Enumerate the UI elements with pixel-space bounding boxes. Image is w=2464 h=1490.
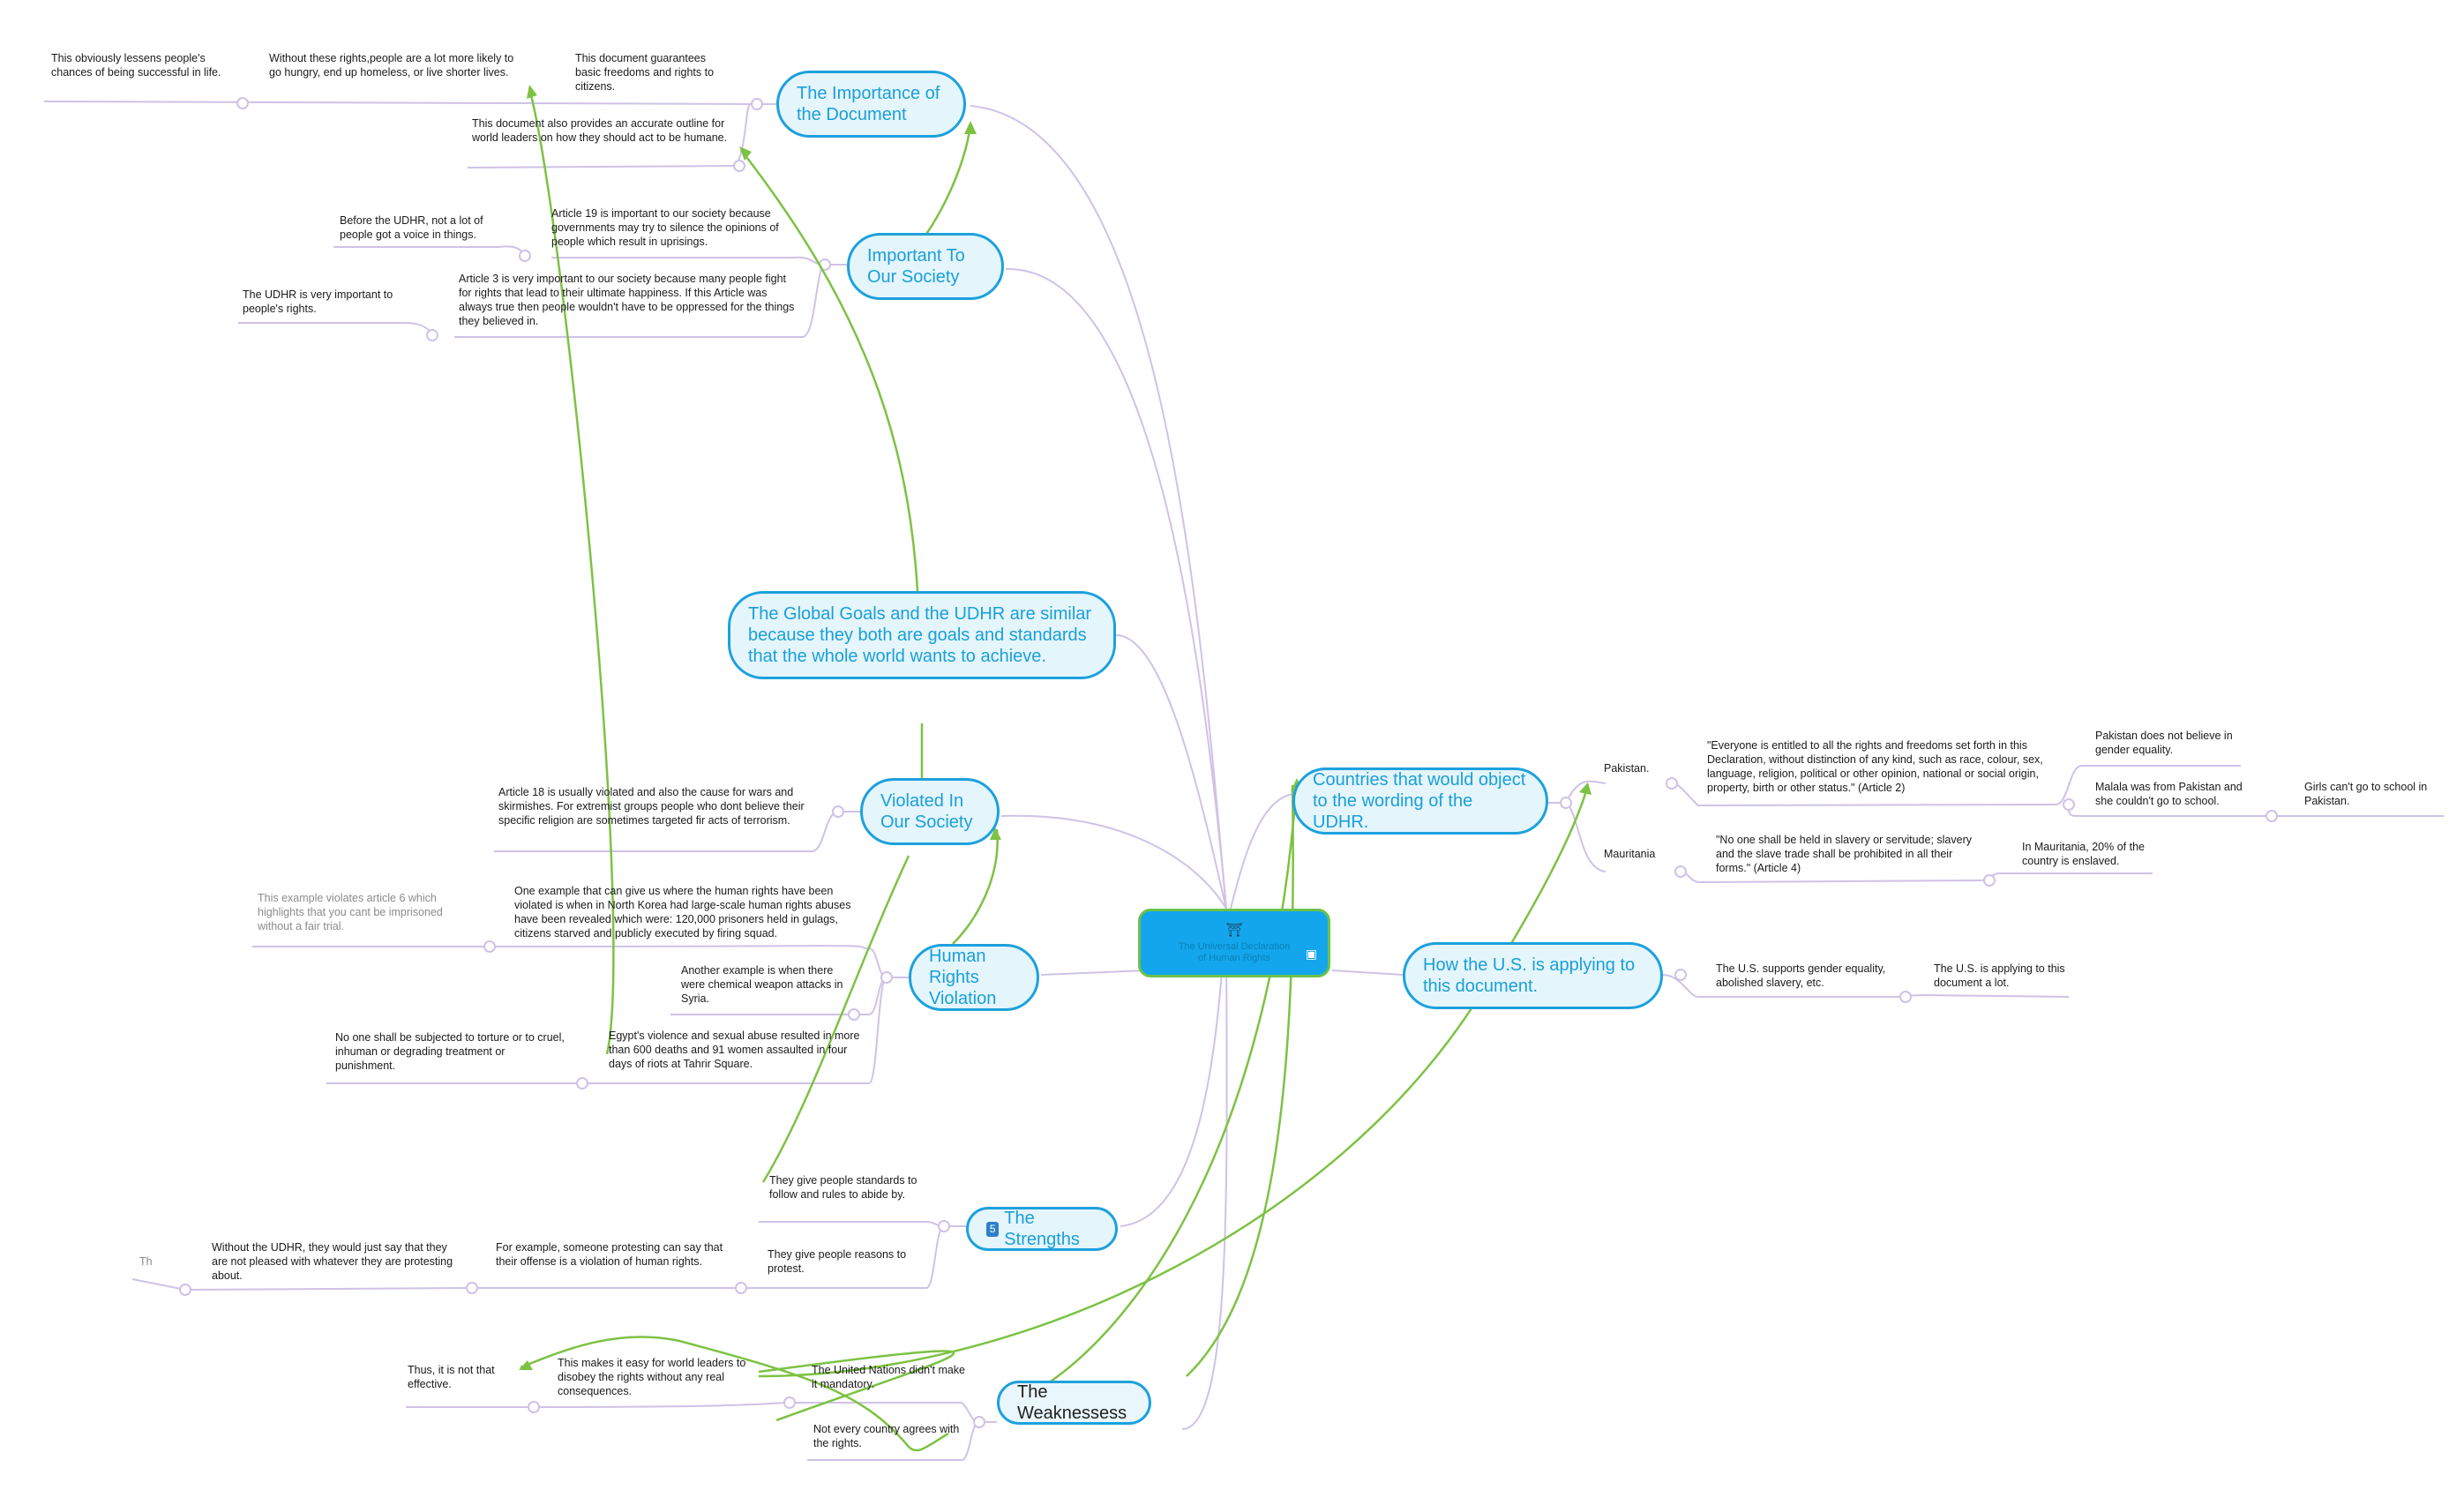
topic-important-society-label: Important To Our Society	[867, 246, 965, 287]
topic-human-rights-violation-label: Human Rights Violation	[929, 947, 997, 1008]
topic-global-goals-label: The Global Goals and the UDHR are simila…	[748, 604, 1092, 666]
note-cty-quote2: "Everyone is entitled to all the rights …	[1707, 739, 2043, 794]
note-wk-easy: This makes it easy for world leaders to …	[558, 1357, 746, 1397]
topic-importance-label: The Importance of the Document	[797, 84, 940, 124]
note-str-reasons: They give people reasons to protest.	[768, 1248, 907, 1275]
topic-us-applying[interactable]: How the U.S. is applying to this documen…	[1403, 942, 1663, 1009]
note-hr-korea: One example that can give us where the h…	[514, 885, 851, 940]
image-icon: ▣	[1305, 947, 1317, 961]
topic-strengths-label: The Strengths	[1004, 1209, 1080, 1249]
topic-global-goals[interactable]: The Global Goals and the UDHR are simila…	[728, 591, 1116, 679]
note-soc-art19: Article 19 is important to our society b…	[551, 207, 779, 248]
topic-important-society[interactable]: Important To Our Society	[847, 233, 1004, 300]
note-vio-art18: Article 18 is usually violated and also …	[498, 786, 805, 827]
note-imp-without: Without these rights,people are a lot mo…	[269, 52, 514, 79]
number-five-icon: 5	[986, 1221, 1000, 1237]
note-cty-malala: Malala was from Pakistan and she couldn'…	[2095, 781, 2243, 807]
topic-countries-object[interactable]: Countries that would object to the wordi…	[1292, 767, 1548, 835]
note-str-without: Without the UDHR, they would just say th…	[212, 1241, 453, 1282]
note-wk-un: The United Nations didn't make it mandat…	[812, 1364, 966, 1390]
note-str-standards: They give people standards to follow and…	[769, 1174, 917, 1201]
note-soc-udhr: The UDHR is very important to people's r…	[243, 288, 393, 315]
note-us-applying: The U.S. is applying to this document a …	[1934, 962, 2065, 989]
topic-human-rights-violation[interactable]: Human Rights Violation	[909, 944, 1039, 1011]
note-soc-before: Before the UDHR, not a lot of people got…	[340, 214, 483, 241]
note-wk-thus: Thus, it is not that effective.	[408, 1364, 495, 1390]
note-hr-egypt: Egypt's violence and sexual abuse result…	[609, 1030, 860, 1070]
note-cty-pakistan: Pakistan.	[1604, 762, 1650, 775]
topic-us-applying-label: How the U.S. is applying to this documen…	[1423, 955, 1636, 996]
note-us-supports: The U.S. supports gender equality, aboli…	[1716, 962, 1886, 989]
note-hr-art6: This example violates article 6 which hi…	[258, 892, 443, 932]
note-wk-notevery: Not every country agrees with the rights…	[813, 1423, 960, 1449]
note-hr-torture: No one shall be subjected to torture or …	[335, 1031, 565, 1072]
note-imp-lessens: This obviously lessens people's chances …	[51, 52, 221, 79]
central-topic[interactable]: ⛩ The Universal Declaration of Human Rig…	[1138, 909, 1330, 977]
note-cty-mauritania: Mauritania	[1604, 848, 1656, 860]
topic-weaknesses[interactable]: The Weaknessess	[997, 1381, 1151, 1425]
topic-weaknesses-label: The Weaknessess	[1017, 1382, 1127, 1423]
topic-violated[interactable]: Violated In Our Society	[860, 778, 1000, 845]
note-cty-enslaved: In Mauritania, 20% of the country is ens…	[2022, 841, 2145, 867]
note-str-th: Th	[139, 1255, 153, 1268]
note-imp-guarantee: This document guarantees basic freedoms …	[575, 52, 715, 93]
central-topic-title: The Universal Declaration of Human Right…	[1178, 941, 1291, 963]
topic-violated-label: Violated In Our Society	[880, 791, 973, 832]
note-cty-pk-gender: Pakistan does not believe in gender equa…	[2095, 730, 2233, 756]
note-hr-syria: Another example is when there were chemi…	[681, 964, 843, 1005]
topic-countries-object-label: Countries that would object to the wordi…	[1313, 770, 1526, 832]
note-soc-art3: Article 3 is very important to our socie…	[459, 273, 795, 327]
note-cty-quote4: "No one shall be held in slavery or serv…	[1716, 834, 1972, 874]
sanctuary-icon: ⛩	[1225, 923, 1243, 938]
note-imp-outline: This document also provides an accurate …	[472, 117, 728, 144]
note-cty-girls: Girls can't go to school in Pakistan.	[2304, 781, 2428, 807]
note-str-protest: For example, someone protesting can say …	[496, 1241, 723, 1268]
topic-importance[interactable]: The Importance of the Document	[776, 71, 966, 138]
